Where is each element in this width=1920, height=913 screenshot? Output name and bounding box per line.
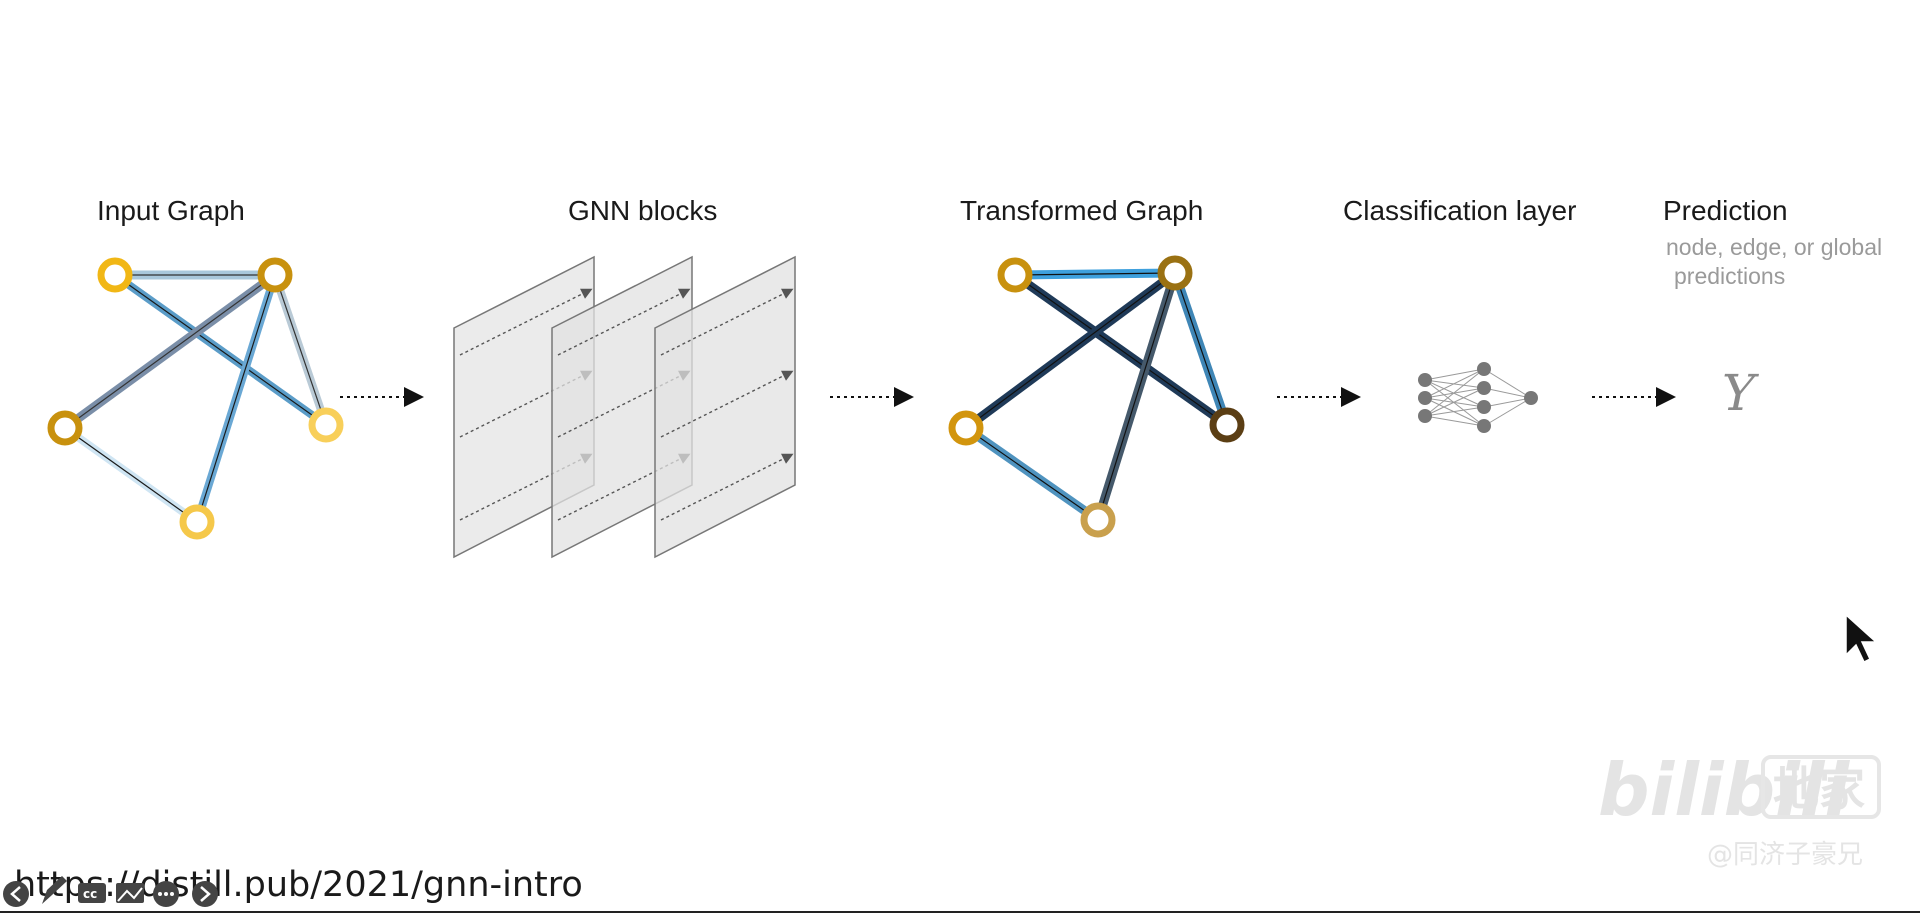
label-transformed-graph: Transformed Graph: [960, 195, 1203, 226]
input-graph: [47, 257, 344, 540]
prev-icon[interactable]: [3, 881, 29, 907]
mlp-neuron: [1418, 409, 1432, 423]
graph-node: [47, 410, 83, 446]
cc-icon[interactable]: cc: [78, 883, 106, 903]
mlp-neuron: [1477, 419, 1491, 433]
label-prediction-sub-2: predictions: [1674, 263, 1785, 289]
graph-node: [308, 407, 344, 443]
more-icon[interactable]: [153, 881, 179, 907]
transformed-graph: [948, 255, 1245, 538]
mlp-neuron: [1524, 391, 1538, 405]
graph-node: [97, 257, 133, 293]
mlp-neuron: [1477, 400, 1491, 414]
image-icon[interactable]: [116, 883, 144, 903]
classification-mlp-icon: [1418, 362, 1538, 433]
graph-node: [1157, 255, 1193, 291]
gnn-blocks: [453, 255, 796, 559]
transformed-graph-edges: [963, 268, 1232, 524]
graph-node: [1209, 407, 1245, 443]
label-prediction: Prediction: [1663, 195, 1788, 226]
watermark-brand-cn: 地家: [1773, 762, 1865, 816]
graph-node: [1080, 502, 1116, 538]
watermark-author: @同济子豪兄: [1707, 840, 1863, 870]
player-controls[interactable]: cc: [3, 876, 218, 907]
svg-text:cc: cc: [83, 887, 97, 901]
next-icon[interactable]: [192, 881, 218, 907]
graph-node: [997, 257, 1033, 293]
label-gnn-blocks: GNN blocks: [568, 195, 717, 226]
gnn-block-3: [654, 255, 796, 559]
label-input-graph: Input Graph: [97, 195, 245, 226]
mlp-neuron: [1418, 391, 1432, 405]
graph-node: [179, 504, 215, 540]
bilibili-watermark: bilibili 地家 @同济子豪兄: [1598, 748, 1881, 870]
graph-node: [948, 410, 984, 446]
prediction-symbol: Y: [1722, 364, 1759, 422]
pen-icon[interactable]: [42, 876, 67, 904]
source-url: https://distill.pub/2021/gnn-intro: [14, 865, 583, 905]
mlp-neuron: [1477, 381, 1491, 395]
mouse-cursor-icon: [1845, 613, 1878, 664]
label-prediction-sub-1: node, edge, or global: [1666, 234, 1882, 260]
graph-node: [257, 257, 293, 293]
input-graph-edges: [62, 270, 330, 526]
mlp-neuron: [1418, 373, 1432, 387]
bottom-border: [0, 911, 1920, 913]
label-classification-layer: Classification layer: [1343, 195, 1576, 226]
mlp-neuron: [1477, 362, 1491, 376]
